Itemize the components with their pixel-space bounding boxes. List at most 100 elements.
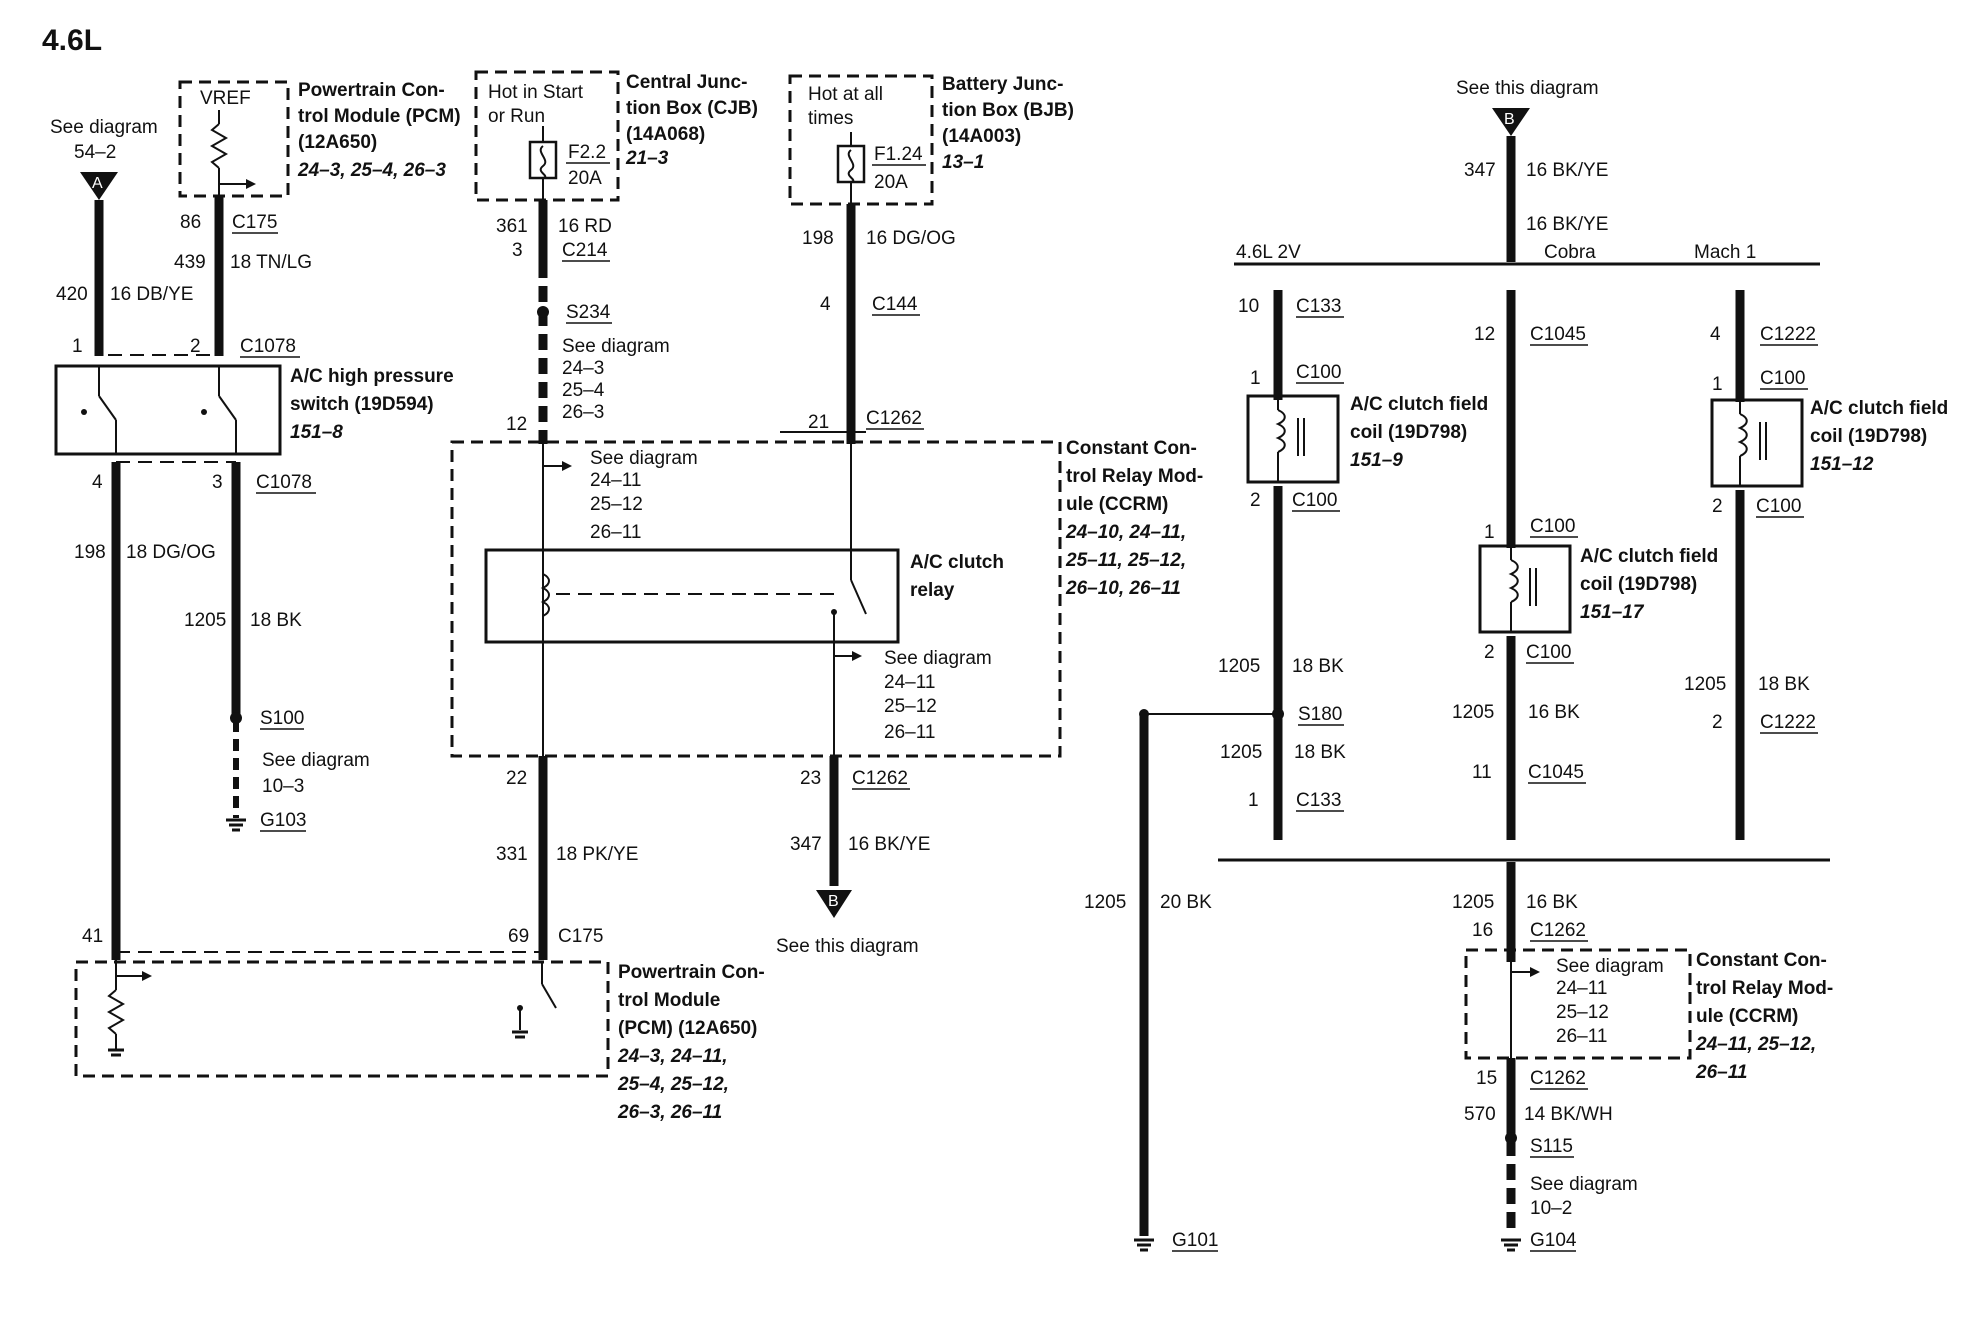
bjb-label-1: Battery Junc-: [942, 74, 1063, 95]
switch-label-2: switch (19D594): [290, 394, 434, 415]
c175-top-label: C175: [232, 212, 277, 233]
pin3-label: 3: [512, 240, 523, 261]
coil-c-label-1: A/C clutch field: [1810, 398, 1948, 419]
splice-s115-icon: [1505, 1132, 1517, 1144]
c100-b-label: C100: [1530, 516, 1575, 537]
wire-331-label: 331: [496, 844, 528, 865]
g101-label: G101: [1172, 1230, 1218, 1251]
vref-label: VREF: [200, 88, 251, 109]
c1262-bot-right-label: C1262: [1530, 1068, 1586, 1089]
wire-439-label: 439: [174, 252, 206, 273]
see-diagram-ccrm2-1: See diagram: [884, 648, 992, 669]
see-diagram-ccrm1-2: 24–11: [590, 470, 641, 491]
wire-347-right-color2: 16 BK/YE: [1526, 214, 1608, 235]
switch-label-1: A/C high pressure: [290, 366, 454, 387]
c1262-bot-label: C1262: [852, 768, 908, 789]
w1205-a-color: 18 BK: [1292, 656, 1344, 677]
coil-a-label-2: coil (19D798): [1350, 422, 1467, 443]
pin69-label: 69: [508, 926, 529, 947]
coil-b-label-1: A/C clutch field: [1580, 546, 1718, 567]
ccrm-label-2: trol Relay Mod-: [1066, 466, 1203, 487]
see-diagram-ccrm1-4: 26–11: [590, 522, 641, 543]
ccrm-refs-2: 25–11, 25–12,: [1065, 550, 1186, 571]
see-diagram-ccrm-right-3: 25–12: [1556, 1002, 1609, 1023]
pin2-c-label: 2: [1712, 496, 1723, 517]
see-diagram-ccrm-right-2: 24–11: [1556, 978, 1607, 999]
c214-label: C214: [562, 240, 608, 261]
variant-cobra-label: Cobra: [1544, 242, 1596, 263]
see-diagram-a-line1: See diagram: [50, 117, 158, 138]
see-diagram-g104-1: See diagram: [1530, 1174, 1638, 1195]
wire-361-color: 16 RD: [558, 216, 612, 237]
pin12-label: 12: [1474, 324, 1495, 345]
pin16-label: 16: [1472, 920, 1493, 941]
coil-c-ref: 151–12: [1810, 454, 1874, 475]
g104-label: G104: [1530, 1230, 1577, 1251]
pcm-bottom-label-1: Powertrain Con-: [618, 962, 765, 983]
pcm-bottom-refs-1: 24–3, 24–11,: [617, 1046, 728, 1067]
s115-label: S115: [1530, 1136, 1573, 1157]
see-diagram-g103-2: 10–3: [262, 776, 304, 797]
fuse-f22-name: F2.2: [568, 142, 606, 163]
ccrm-right-refs-1: 24–11, 25–12,: [1695, 1034, 1816, 1055]
switch-contact-1-icon: [98, 395, 117, 421]
wire-570-color: 14 BK/WH: [1524, 1104, 1613, 1125]
coil-b-ref: 151–17: [1580, 602, 1645, 623]
relay-contact-icon: [850, 579, 867, 615]
splice-s234-icon: [537, 306, 549, 318]
ccrm-right-label-1: Constant Con-: [1696, 950, 1827, 971]
clutch-coil-b-box: [1478, 544, 1572, 634]
wire-198-mid-color: 16 DG/OG: [866, 228, 956, 249]
pin11-label: 11: [1472, 762, 1492, 783]
wire-86-label: 86: [180, 212, 201, 233]
c1262-top-label: C1262: [866, 408, 922, 429]
w1205-c-color: 18 BK: [1758, 674, 1810, 695]
bjb-label-2: tion Box (BJB): [942, 100, 1074, 121]
bjb-box: [788, 74, 934, 206]
switch-contact-2-icon: [218, 395, 237, 421]
bjb-ref: 13–1: [942, 152, 984, 173]
wire-420-label: 420: [56, 284, 88, 305]
ccrm-right-label-3: ule (CCRM): [1696, 1006, 1798, 1027]
s234-label: S234: [566, 302, 611, 323]
wire-1205-label: 1205: [184, 610, 226, 631]
coil-c-label-2: coil (19D798): [1810, 426, 1927, 447]
pcm-resistor-icon: [209, 123, 229, 169]
ccrm-label-3: ule (CCRM): [1066, 494, 1168, 515]
see-diagram-ccrm2-3: 25–12: [884, 696, 937, 717]
see-diagram-ccrm1-3: 25–12: [590, 494, 643, 515]
wire-331-color: 18 PK/YE: [556, 844, 638, 865]
pin2-a-label: 2: [1250, 490, 1261, 511]
clutch-coil-b-icon: [1508, 559, 1519, 603]
w1205-a-label: 1205: [1218, 656, 1260, 677]
right-section: See this diagram B 347 16 BK/YE 16 BK/YE…: [1084, 78, 1948, 1252]
pcm-bottom-label-2: trol Module: [618, 990, 720, 1011]
pin23-label: 23: [800, 768, 821, 789]
switch-ref: 151–8: [290, 422, 343, 443]
wire-198-mid-label: 198: [802, 228, 834, 249]
clutch-coil-a-box: [1246, 394, 1340, 484]
s100-label: S100: [260, 708, 304, 729]
w1205-a2-label: 1205: [1220, 742, 1262, 763]
ccrm-label-1: Constant Con-: [1066, 438, 1197, 459]
pin15-label: 15: [1476, 1068, 1497, 1089]
see-diagram-g103-1: See diagram: [262, 750, 370, 771]
connector-b-letter: B: [828, 893, 839, 910]
pcm-bottom-resistor-icon: [106, 989, 126, 1035]
pcm-top-refs: 24–3, 25–4, 26–3: [297, 160, 446, 181]
see-diagram-ccrm2-4: 26–11: [884, 722, 935, 743]
pcm-bottom-refs-3: 26–3, 26–11: [617, 1102, 722, 1123]
hot-all-times-1: Hot at all: [808, 84, 883, 105]
ccrm-box: [450, 440, 1062, 758]
w1205-a2-color: 18 BK: [1294, 742, 1346, 763]
w1205-b-color: 16 BK: [1528, 702, 1580, 723]
connector-b-right-icon: [1492, 108, 1530, 136]
ccrm-refs-1: 24–10, 24–11,: [1065, 522, 1186, 543]
coil-b-label-2: coil (19D798): [1580, 574, 1697, 595]
wire-347-label: 347: [790, 834, 822, 855]
see-diagram-s234-4: 26–3: [562, 402, 604, 423]
connector-b-right-letter: B: [1504, 111, 1515, 128]
wire-198-color: 18 DG/OG: [126, 542, 216, 563]
c133-bot-label: C133: [1296, 790, 1341, 811]
w1205-c-label: 1205: [1684, 674, 1726, 695]
